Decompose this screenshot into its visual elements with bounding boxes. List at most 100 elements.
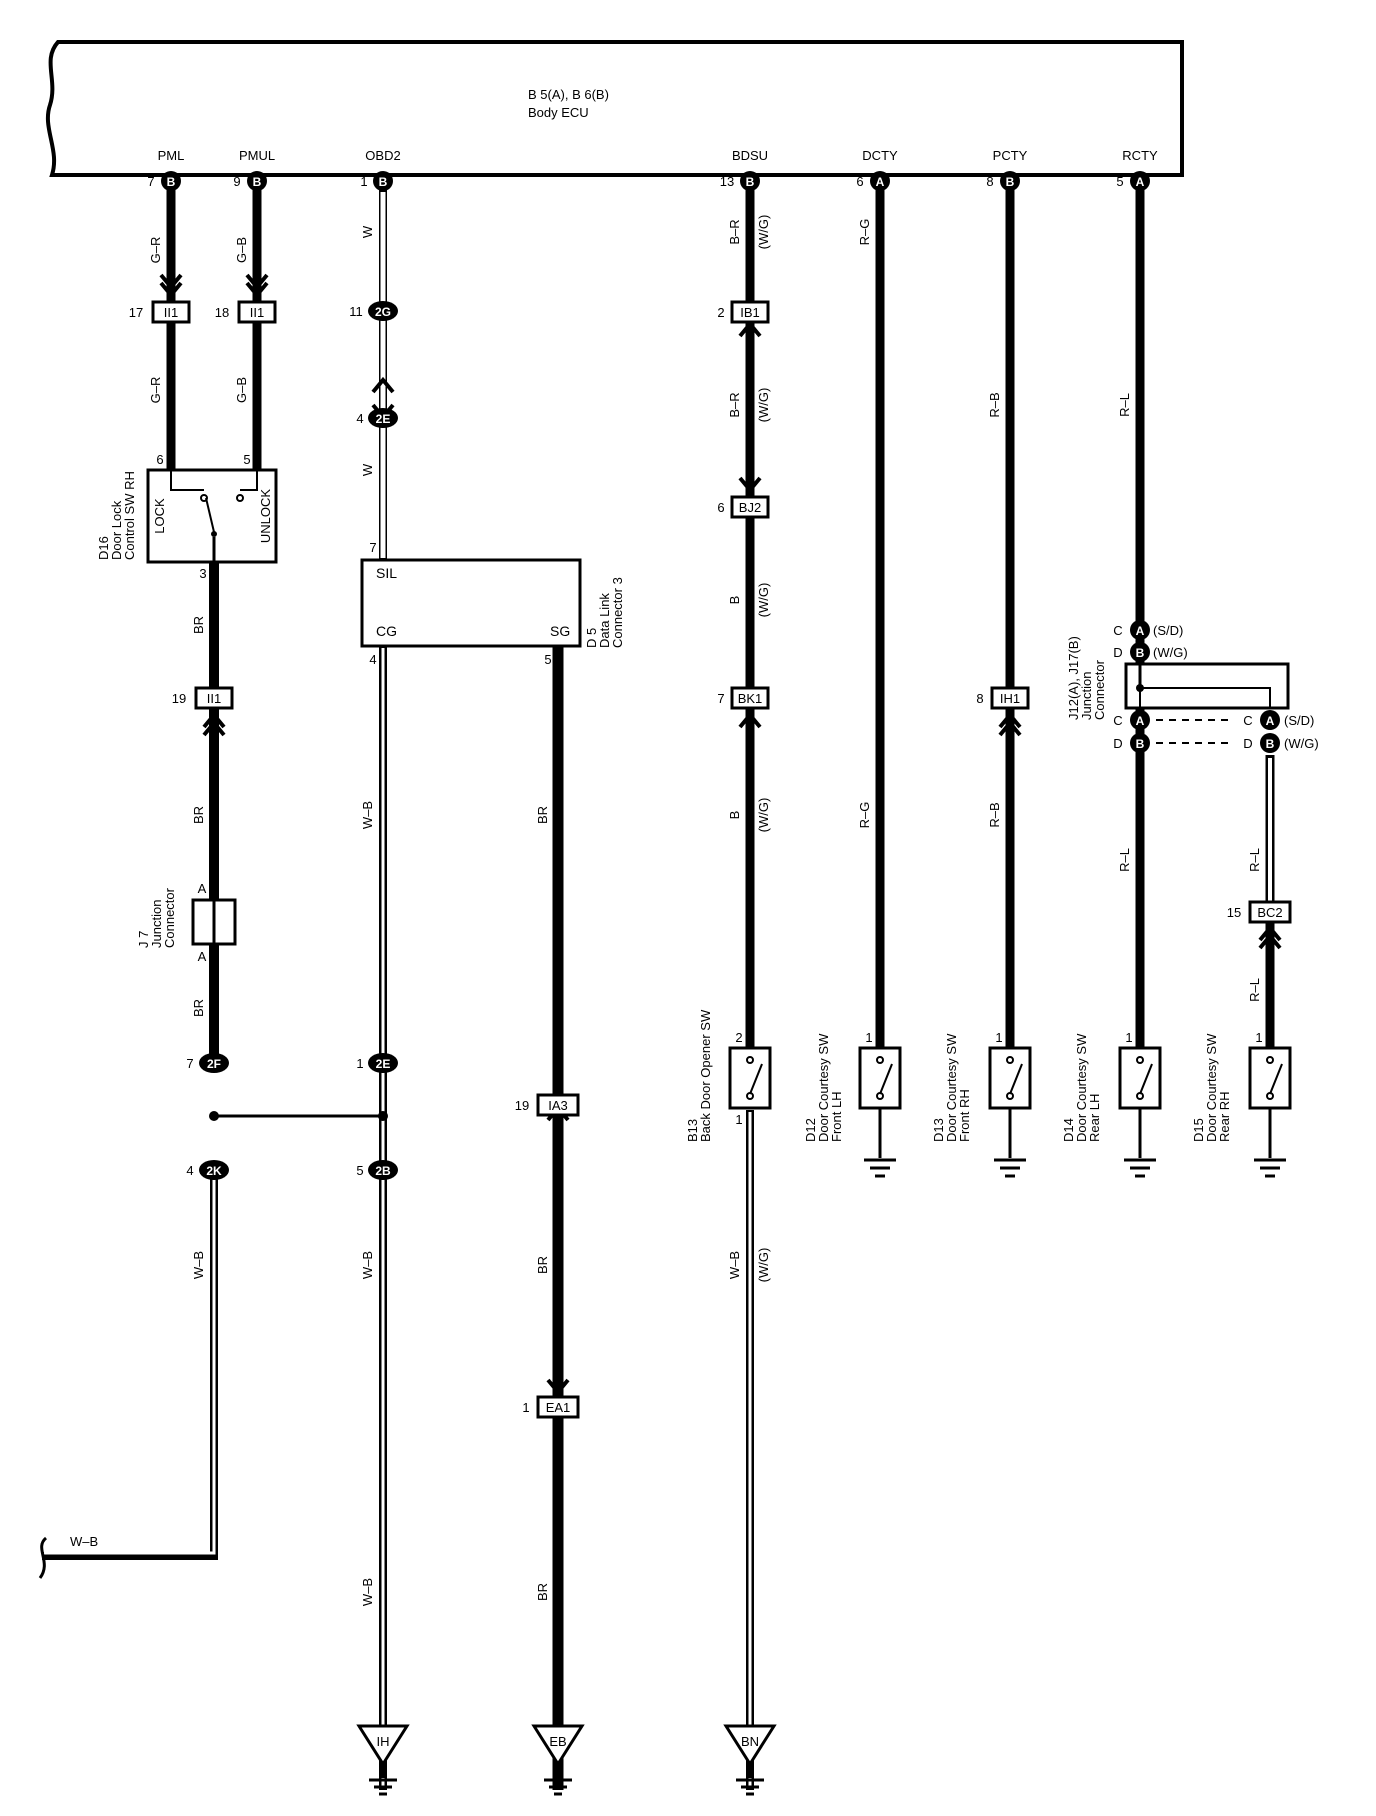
ground-eb: EB [531, 1724, 585, 1796]
svg-text:7: 7 [147, 174, 154, 189]
ecu-pins: B 7 B 9 B 1 B 13 A 6 B 8 A 5 [147, 171, 1150, 191]
svg-text:(W/G): (W/G) [756, 1248, 771, 1283]
svg-text:D 5: D 5 [584, 628, 599, 648]
svg-text:17: 17 [129, 305, 143, 320]
svg-text:R–L: R–L [1247, 848, 1262, 872]
ground-icon [1254, 1158, 1286, 1178]
svg-text:R–B: R–B [987, 392, 1002, 417]
svg-text:G–B: G–B [234, 237, 249, 263]
svg-text:D16: D16 [96, 536, 111, 560]
svg-text:D12: D12 [803, 1118, 818, 1142]
svg-text:(S/D): (S/D) [1284, 713, 1314, 728]
svg-text:C: C [1113, 623, 1122, 638]
svg-text:1: 1 [995, 1030, 1002, 1045]
svg-text:EA1: EA1 [546, 1400, 571, 1415]
ecu-terminal-rcty: RCTY [1122, 148, 1158, 163]
svg-text:D15: D15 [1191, 1118, 1206, 1142]
svg-text:(W/G): (W/G) [1153, 645, 1188, 660]
svg-text:Data Link: Data Link [597, 593, 612, 648]
svg-text:7: 7 [717, 691, 724, 706]
svg-text:SG: SG [550, 623, 570, 639]
svg-text:D: D [1113, 736, 1122, 751]
svg-text:D13: D13 [931, 1118, 946, 1142]
svg-text:W: W [360, 225, 375, 238]
svg-text:BK1: BK1 [738, 691, 763, 706]
ecu-box [45, 40, 1184, 177]
ground-icon [864, 1158, 896, 1178]
wire-2k [42, 1175, 218, 1560]
d16-door-lock-control-switch: LOCK UNLOCK 6 5 3 D16 Door Lock Control … [96, 452, 278, 581]
svg-text:5: 5 [544, 652, 551, 667]
svg-text:(W/G): (W/G) [756, 388, 771, 423]
svg-text:Junction: Junction [1079, 672, 1094, 720]
svg-text:Connector 3: Connector 3 [610, 577, 625, 648]
svg-text:A: A [1136, 624, 1145, 638]
svg-text:B: B [746, 175, 755, 189]
svg-text:Rear RH: Rear RH [1217, 1091, 1232, 1142]
svg-text:C: C [1243, 713, 1252, 728]
svg-text:A: A [1136, 714, 1145, 728]
connector-ih1: IH1 8 [976, 686, 1030, 710]
svg-text:2E: 2E [376, 412, 391, 426]
svg-text:B: B [253, 175, 262, 189]
svg-text:B: B [727, 811, 742, 820]
d15-door-courtesy-switch-rear-rh: 1 D15 Door Courtesy SW Rear RH [1191, 1030, 1292, 1158]
ground-ih: IH [356, 1724, 410, 1796]
svg-text:A: A [198, 949, 207, 964]
svg-text:BC2: BC2 [1257, 905, 1282, 920]
svg-text:1: 1 [356, 1056, 363, 1071]
svg-text:C: C [1113, 713, 1122, 728]
svg-text:3: 3 [199, 566, 206, 581]
svg-text:Door Courtesy SW: Door Courtesy SW [1204, 1033, 1219, 1142]
ecu-terminal-pmul: PMUL [239, 148, 275, 163]
d12-door-courtesy-switch-front-lh: 1 D12 Door Courtesy SW Front LH [803, 1030, 902, 1158]
svg-text:W–B: W–B [727, 1251, 742, 1279]
svg-text:1: 1 [735, 1112, 742, 1127]
ground-icon [994, 1158, 1026, 1178]
svg-text:19: 19 [172, 691, 186, 706]
svg-text:Junction: Junction [149, 900, 164, 948]
svg-text:(W/G): (W/G) [756, 798, 771, 833]
svg-text:1: 1 [1255, 1030, 1262, 1045]
svg-text:EB: EB [549, 1734, 566, 1749]
svg-text:IB1: IB1 [740, 305, 760, 320]
svg-text:B13: B13 [685, 1119, 700, 1142]
svg-text:R–L: R–L [1247, 978, 1262, 1002]
body-ecu: B 5(A), B 6(B) Body ECU PML PMUL OBD2 BD… [45, 40, 1184, 177]
connector-bk1: BK1 7 [717, 686, 770, 710]
svg-text:W–B: W–B [360, 1578, 375, 1606]
j7-junction-connector: A A J 7 Junction Connector [136, 881, 237, 964]
svg-text:W–B: W–B [360, 801, 375, 829]
svg-text:LOCK: LOCK [152, 498, 167, 534]
svg-text:6: 6 [856, 174, 863, 189]
junction-connectors: 2G 11 2E 4 2F 7 2E 1 2K 4 2B 5 [186, 301, 398, 1180]
ecu-terminal-pml: PML [158, 148, 185, 163]
svg-text:2: 2 [735, 1030, 742, 1045]
svg-text:SIL: SIL [376, 565, 397, 581]
svg-text:R–G: R–G [857, 219, 872, 246]
svg-text:6: 6 [717, 500, 724, 515]
splice-dot-left [209, 1111, 219, 1121]
svg-text:W: W [360, 463, 375, 476]
svg-text:(W/G): (W/G) [756, 215, 771, 250]
svg-text:J 7: J 7 [136, 931, 151, 948]
svg-text:2: 2 [717, 305, 724, 320]
ecu-terminal-bdsu: BDSU [732, 148, 768, 163]
connector-2e-lower: 2E 1 [356, 1053, 398, 1073]
connector-bj2: BJ2 6 [717, 495, 770, 519]
svg-text:2F: 2F [207, 1057, 221, 1071]
connector-ia3: IA3 19 [515, 1093, 580, 1117]
ecu-subtitle: Body ECU [528, 105, 589, 120]
svg-text:4: 4 [356, 411, 363, 426]
wires [38, 190, 1275, 1790]
svg-text:Door Lock: Door Lock [109, 500, 124, 560]
svg-text:BN: BN [741, 1734, 759, 1749]
svg-text:Connector: Connector [1092, 659, 1107, 720]
connector-2g: 2G 11 [349, 301, 398, 321]
svg-text:(S/D): (S/D) [1153, 623, 1183, 638]
svg-text:Connector: Connector [162, 887, 177, 948]
svg-text:2E: 2E [376, 1057, 391, 1071]
svg-text:B: B [1136, 737, 1145, 751]
ground-icon [1124, 1158, 1156, 1178]
svg-text:A: A [1136, 175, 1145, 189]
